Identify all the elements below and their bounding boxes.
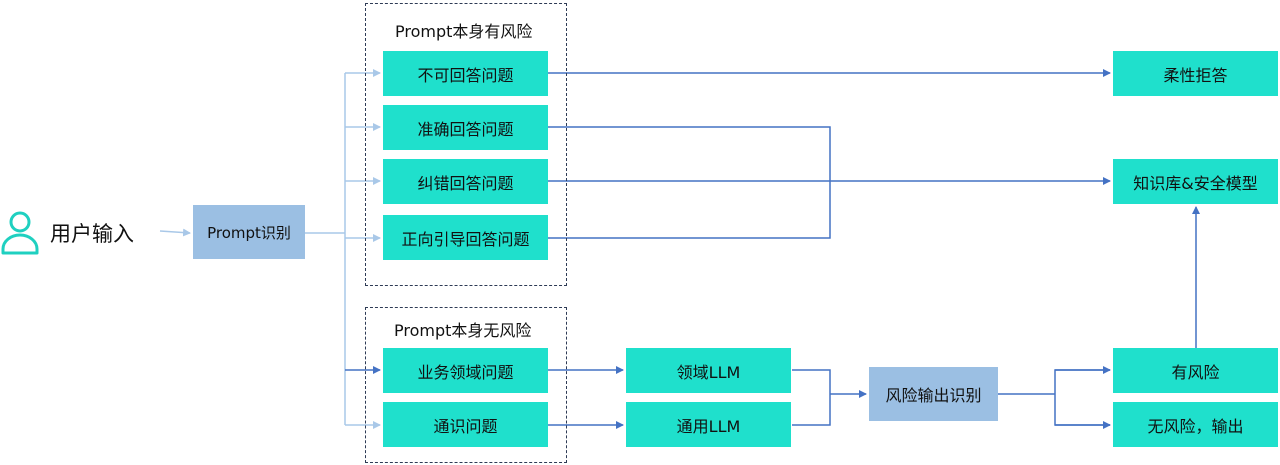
- prompt-recognition-box: Prompt识别: [193, 205, 305, 259]
- user-input-label: 用户输入: [50, 222, 134, 246]
- soft-refusal-box: 柔性拒答: [1113, 51, 1278, 96]
- arrow-user-to-prompt: [159, 228, 191, 237]
- group-prompt-risky-title: Prompt本身有风险: [395, 22, 533, 41]
- common-knowledge-box: 通识问题: [383, 402, 548, 447]
- group-prompt-safe-title: Prompt本身无风险: [394, 321, 532, 340]
- arrows-prompt-to-categories: [305, 69, 381, 429]
- user-icon: [1, 211, 39, 255]
- business-domain-box: 业务领域问题: [383, 348, 548, 393]
- general-llm-box: 通用LLM: [626, 402, 791, 447]
- unanswerable-question-box: 不可回答问题: [383, 51, 548, 96]
- positive-guidance-box: 正向引导回答问题: [383, 215, 548, 260]
- group-prompt-risky: [365, 3, 567, 286]
- correction-answer-box: 纠错回答问题: [383, 159, 548, 204]
- domain-llm-box: 领域LLM: [626, 348, 791, 393]
- group-prompt-safe: [365, 307, 567, 463]
- accurate-answer-box: 准确回答问题: [383, 105, 548, 150]
- arrows-main-flow: [535, 69, 1200, 429]
- no-risk-output-box: 无风险，输出: [1113, 402, 1278, 447]
- has-risk-box: 有风险: [1113, 348, 1278, 393]
- knowledge-base-safety-model-box: 知识库&安全模型: [1113, 159, 1278, 204]
- risk-output-recognition-box: 风险输出识别: [869, 367, 998, 421]
